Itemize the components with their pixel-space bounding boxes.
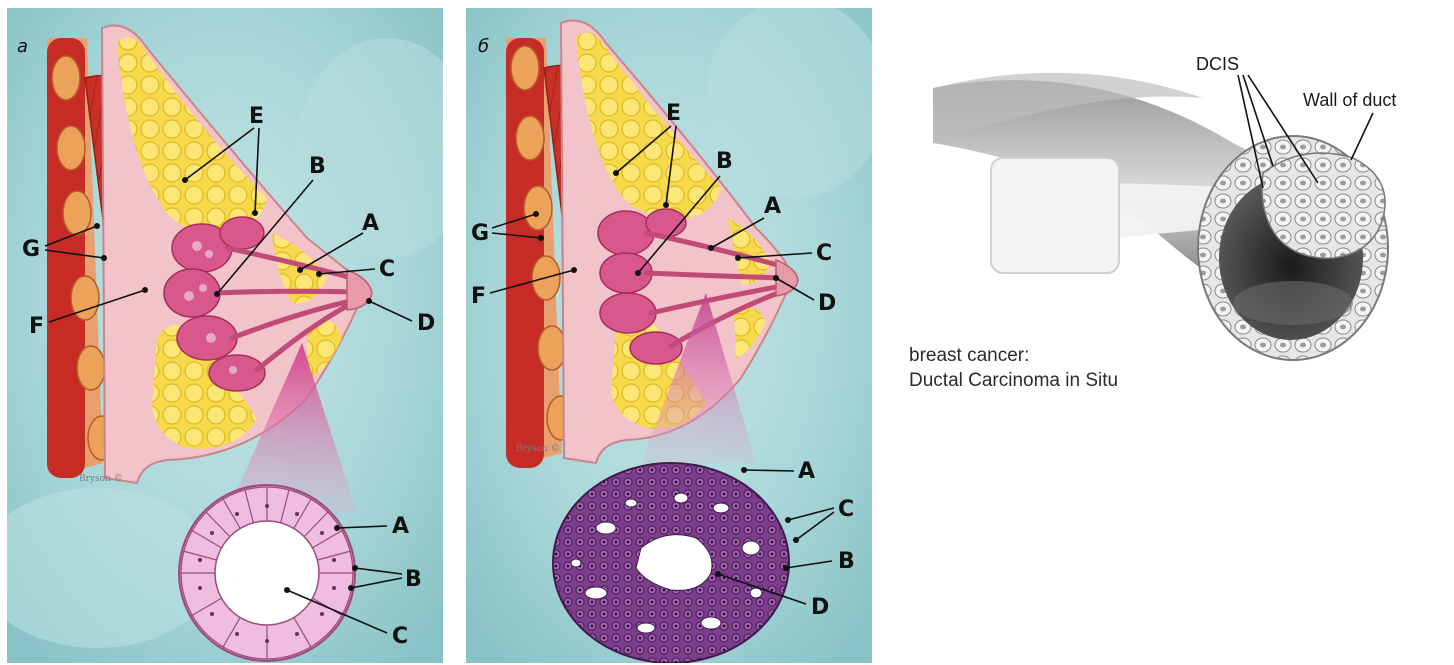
- label-wall-of-duct: Wall of duct: [1303, 90, 1396, 110]
- panel-b-tumor-breast: б Bryson © E B A C D G F A C B D: [466, 8, 872, 663]
- caption-line-2: Ductal Carcinoma in Situ: [909, 370, 1118, 391]
- normal-breast-illustration: а Bryson © E B A C D G F A B C: [7, 8, 443, 663]
- panel-b-corner-label: б: [478, 36, 489, 57]
- label-e: E: [249, 104, 264, 129]
- label-d: D: [417, 311, 435, 336]
- inset-label-c-b: C: [838, 497, 854, 522]
- tumor-breast-illustration: б Bryson © E B A C D G F A C B D: [466, 8, 872, 663]
- label-c: C: [379, 257, 395, 282]
- label-f: F: [29, 314, 44, 339]
- inset-label-a: A: [392, 514, 409, 539]
- label-a-b: A: [764, 194, 781, 219]
- label-d-b: D: [818, 291, 836, 316]
- panel-a-normal-breast: а Bryson © E B A C D G F A B C: [7, 8, 443, 663]
- panel-c-dcis: DCIS Wall of duct breast cancer: Ductal …: [873, 48, 1446, 398]
- label-b: B: [309, 154, 326, 179]
- panel-a-signature: Bryson ©: [79, 474, 123, 484]
- label-g: G: [22, 237, 40, 262]
- inset-label-b: B: [405, 567, 422, 592]
- panel-a-corner-label: а: [17, 36, 28, 57]
- caption-line-1: breast cancer:: [909, 345, 1029, 366]
- label-b-b: B: [716, 149, 733, 174]
- label-e-b: E: [666, 101, 681, 126]
- label-a: A: [362, 211, 379, 236]
- label-f-b: F: [471, 284, 486, 309]
- inset-label-b-b: B: [838, 549, 855, 574]
- inset-label-d-b: D: [811, 595, 829, 620]
- inset-label-a-b: A: [798, 459, 815, 484]
- panel-b-signature: Bryson ©: [516, 444, 560, 454]
- label-g-b: G: [471, 221, 489, 246]
- inset-label-c: C: [392, 624, 408, 649]
- label-dcis: DCIS: [1196, 54, 1239, 74]
- dcis-duct-illustration: DCIS Wall of duct breast cancer: Ductal …: [873, 48, 1446, 398]
- label-c-b: C: [816, 241, 832, 266]
